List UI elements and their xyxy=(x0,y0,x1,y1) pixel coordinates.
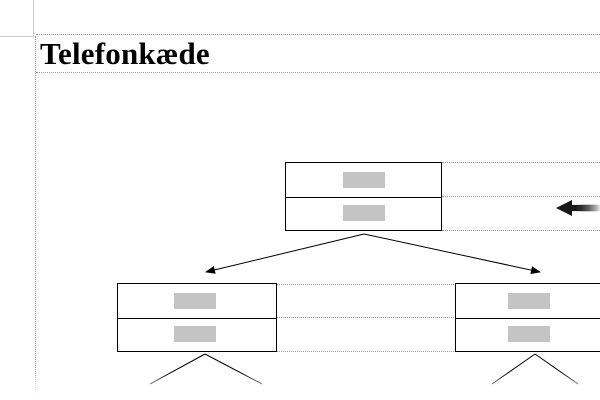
insertion-arrow-icon xyxy=(556,200,600,216)
name-field-placeholder[interactable] xyxy=(342,171,385,188)
phone-field-placeholder[interactable] xyxy=(174,326,216,343)
chain-node-top-row-2[interactable] xyxy=(286,197,441,231)
arrow-to-left-node xyxy=(205,233,365,274)
table-guide-3 xyxy=(442,230,600,231)
chain-node-top-row-1[interactable] xyxy=(286,163,441,198)
page-margin-corner-horizontal xyxy=(0,36,34,37)
title-top-guide xyxy=(36,34,600,35)
phone-field-placeholder[interactable] xyxy=(508,326,550,343)
chain-node-left-row-1[interactable] xyxy=(118,284,276,319)
table-guide-1 xyxy=(442,162,600,163)
chain-node-left-row-2[interactable] xyxy=(118,318,276,352)
arrow-to-right-node xyxy=(363,233,541,275)
chain-node-left[interactable] xyxy=(117,283,277,352)
name-field-placeholder[interactable] xyxy=(174,292,216,309)
table-guide-2 xyxy=(442,196,600,197)
table-guide-6 xyxy=(276,351,456,352)
bottom-fade-overlay xyxy=(0,372,600,400)
chain-node-right[interactable] xyxy=(455,283,600,352)
left-margin-guide xyxy=(35,36,36,400)
phone-field-placeholder[interactable] xyxy=(342,205,385,222)
title-bottom-guide xyxy=(36,72,600,73)
chain-node-top[interactable] xyxy=(285,162,442,231)
chain-node-right-row-1[interactable] xyxy=(456,284,600,319)
table-guide-4 xyxy=(276,284,456,285)
table-guide-5 xyxy=(276,317,456,318)
chain-node-right-row-2[interactable] xyxy=(456,318,600,352)
page-margin-corner-vertical xyxy=(33,0,34,36)
name-field-placeholder[interactable] xyxy=(508,292,550,309)
document-title[interactable]: Telefonkæde xyxy=(40,36,210,71)
